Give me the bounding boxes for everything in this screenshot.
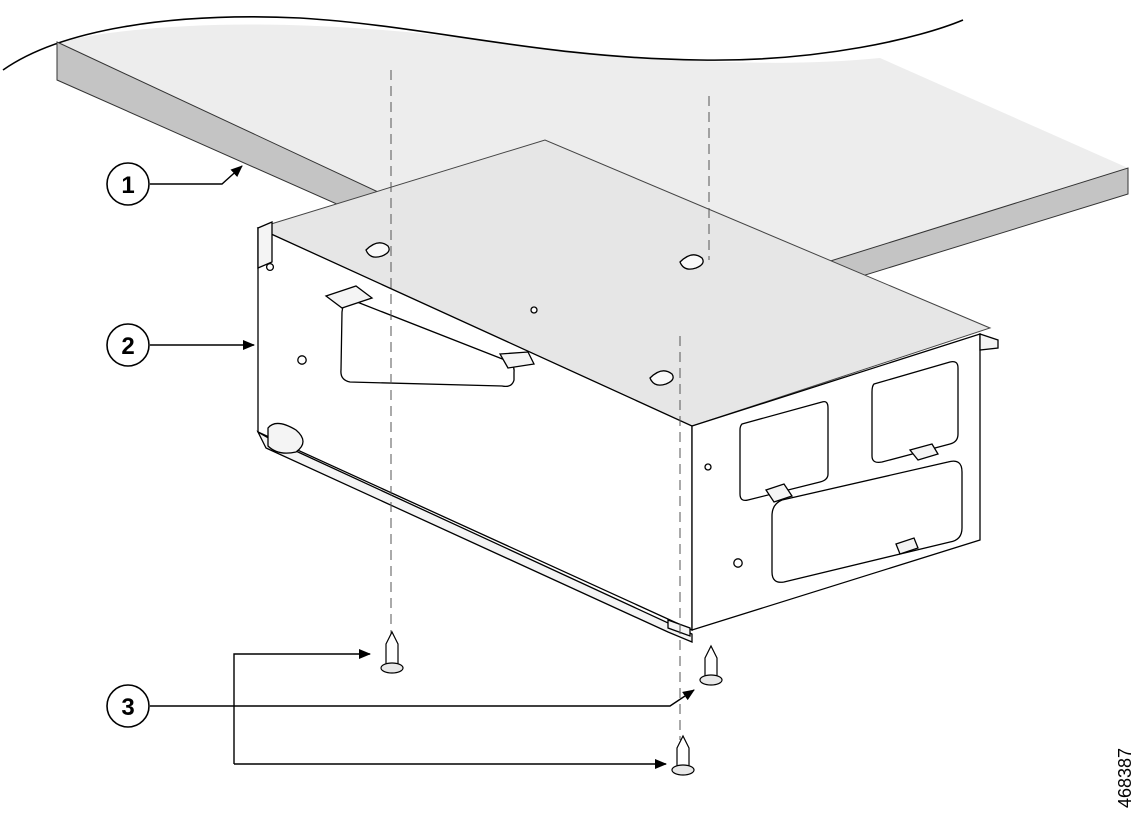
bracket-foot [667, 619, 691, 637]
screw [671, 734, 695, 776]
leader-line-3a [233, 649, 371, 764]
alignment-lines [390, 70, 710, 740]
callout-3: 3 [106, 684, 150, 728]
bracket-window-upper-right [871, 360, 959, 464]
keyhole-slot [679, 254, 704, 270]
leader-line-3b [150, 689, 695, 707]
bracket-right-flange [979, 333, 999, 351]
callout-number: 2 [121, 333, 134, 360]
screws [380, 630, 723, 776]
callout-circle [106, 323, 150, 367]
callout-1: 1 [106, 162, 150, 206]
callout-number: 1 [121, 172, 134, 199]
screw [699, 644, 723, 686]
bracket-hole [265, 262, 275, 272]
bracket-hole [297, 355, 307, 365]
bracket-hole [530, 306, 538, 314]
bracket-rear-wall [257, 221, 273, 269]
bracket-window-clip-1 [764, 483, 794, 503]
screw [380, 630, 404, 674]
bracket-window-upper-left [739, 400, 829, 502]
mounting-bracket [256, 139, 999, 643]
bracket-window-lower [771, 460, 963, 583]
figure-id: 468387 [1115, 748, 1135, 808]
keyhole-slot [649, 370, 674, 386]
callout-number: 3 [121, 694, 134, 721]
leader-line-1 [150, 165, 243, 185]
callout-2: 2 [106, 323, 150, 367]
callout-circle [106, 684, 150, 728]
bracket-hole [733, 558, 743, 568]
bracket-window-clip-2 [908, 443, 939, 461]
callout-circle [106, 162, 150, 206]
keyhole-slot [365, 242, 390, 258]
bracket-foot [267, 422, 304, 454]
bracket-rear-tab [498, 351, 535, 369]
bracket-hole [704, 463, 712, 471]
surface-cut-line [2, 16, 964, 71]
bracket-window-clip-3 [895, 537, 919, 555]
callout-leaders [150, 165, 695, 769]
bracket-left-tab [324, 285, 374, 309]
